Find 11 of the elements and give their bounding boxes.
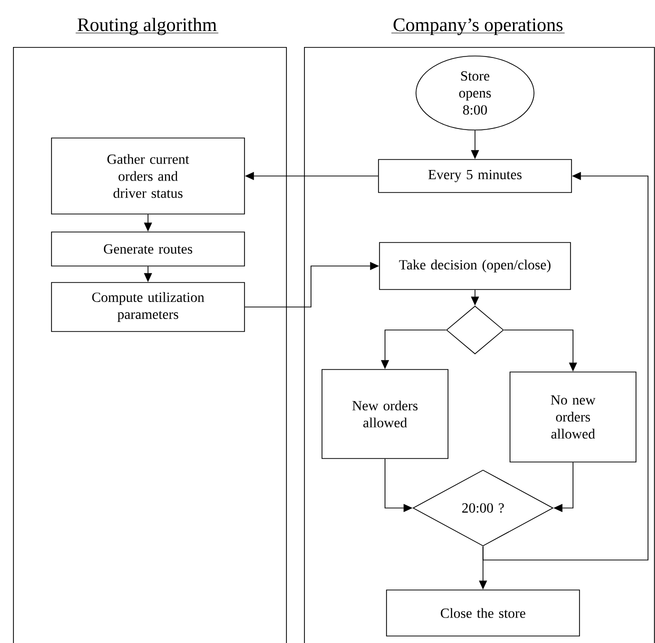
- lane-heading: Company’s operations: [391, 18, 565, 36]
- process-box: Close the store: [386, 590, 580, 636]
- process-box: Compute utilization parameters: [51, 282, 245, 332]
- process-box: No new orders allowed: [510, 372, 636, 462]
- process-box: New orders allowed: [322, 369, 448, 459]
- process-box: Generate routes: [51, 232, 245, 266]
- lane-heading: Routing algorithm: [75, 18, 219, 36]
- process-box: Gather current orders and driver status: [51, 138, 245, 214]
- decision-diamond: [446, 306, 504, 354]
- process-box: Take decision (open/close): [379, 242, 571, 290]
- process-box: Every 5 minutes: [378, 159, 572, 193]
